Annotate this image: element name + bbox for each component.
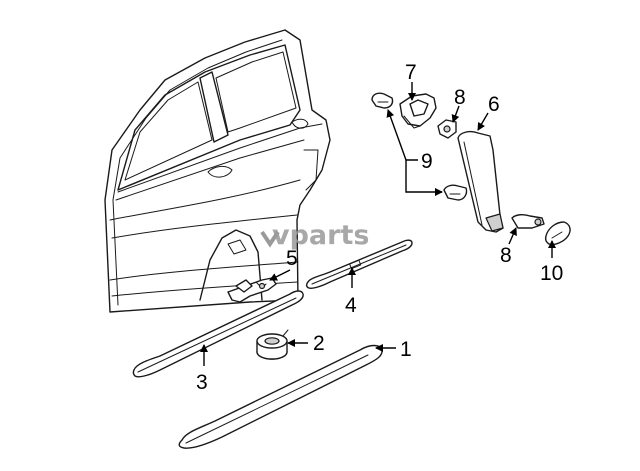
part-8-clip-upper bbox=[437, 119, 457, 139]
callout-7: 7 bbox=[405, 61, 417, 84]
part-5-clip bbox=[227, 277, 277, 303]
part-4-upper-moulding bbox=[305, 239, 413, 289]
part-8-clip-lower bbox=[511, 213, 545, 229]
callout-6: 6 bbox=[488, 93, 500, 116]
part-6-pillar-applique bbox=[457, 130, 504, 233]
part-3-door-moulding bbox=[132, 290, 304, 378]
callout-8-upper: 8 bbox=[454, 86, 466, 109]
watermark-text: vparts bbox=[272, 220, 369, 251]
callout-3: 3 bbox=[196, 371, 208, 394]
callout-9: 9 bbox=[421, 150, 433, 173]
callout-10: 10 bbox=[540, 262, 563, 285]
callout-5: 5 bbox=[286, 247, 298, 270]
watermark: vparts bbox=[260, 220, 369, 251]
part-2-tape-roll bbox=[256, 329, 289, 360]
callout-2: 2 bbox=[313, 332, 325, 355]
callout-labels: 1 2 3 4 5 6 7 8 8 9 10 bbox=[196, 61, 563, 394]
part-10-cap bbox=[544, 221, 571, 246]
callout-4: 4 bbox=[345, 294, 357, 317]
part-9-caps bbox=[371, 92, 468, 201]
callout-8-lower: 8 bbox=[500, 244, 512, 267]
part-1-lower-moulding bbox=[178, 344, 383, 449]
callout-1: 1 bbox=[400, 338, 412, 361]
leader-lines bbox=[200, 82, 556, 366]
part-7-bracket bbox=[399, 93, 437, 129]
